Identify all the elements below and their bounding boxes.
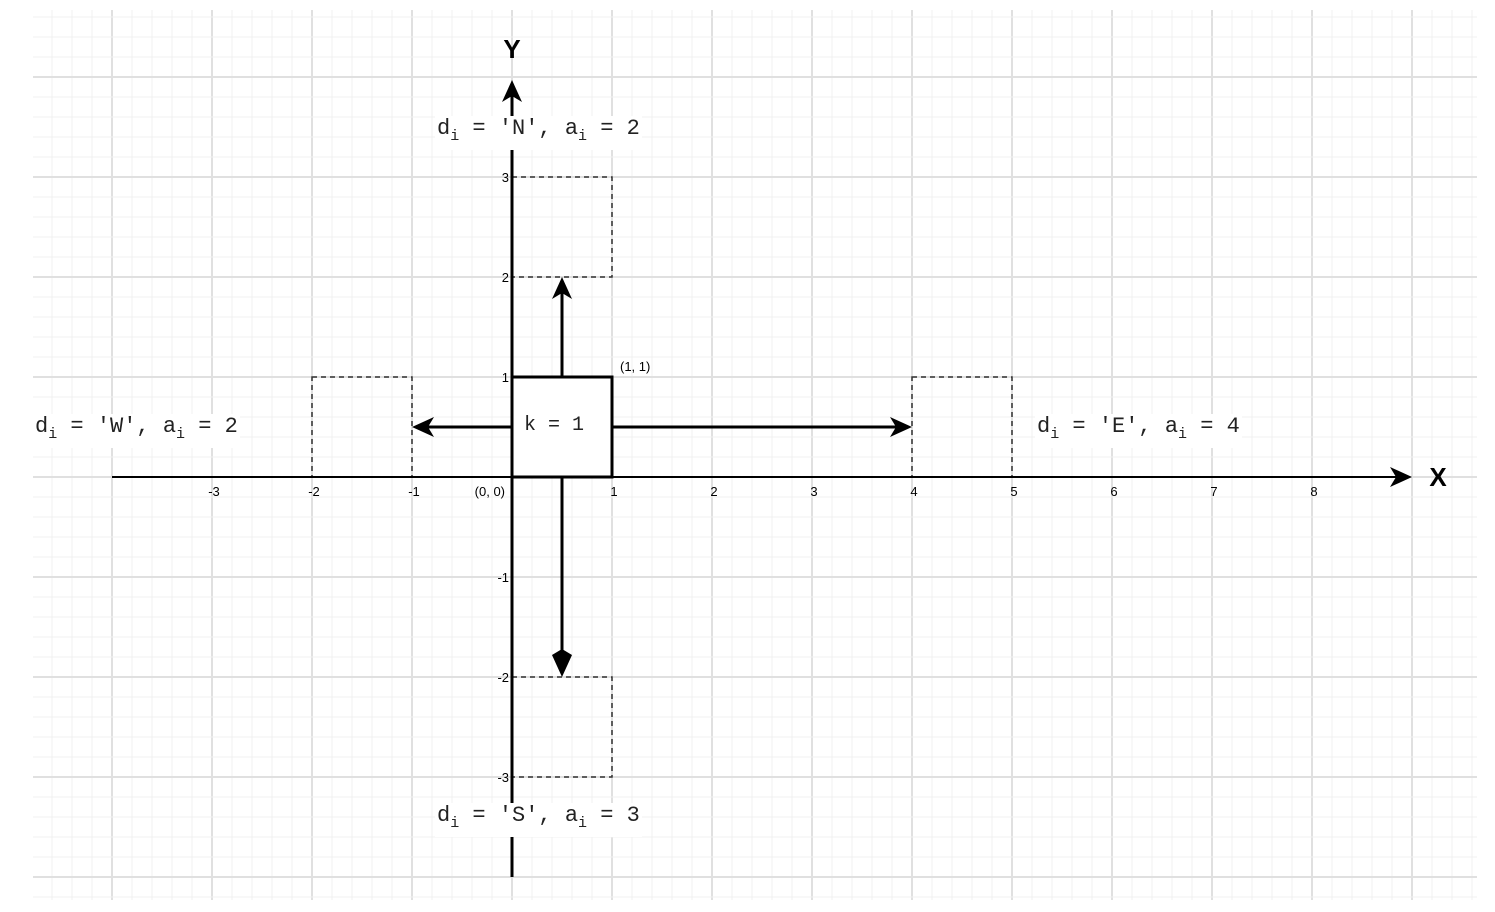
x-tick-label: -1: [408, 484, 420, 499]
x-tick-label: -2: [308, 484, 320, 499]
axes: XY: [112, 34, 1447, 877]
y-tick-label: -2: [497, 670, 509, 685]
origin-label: (0, 0): [475, 484, 505, 499]
dashed-box-e: [911, 376, 1013, 478]
x-tick-label: -3: [208, 484, 220, 499]
x-tick-label: 1: [610, 484, 617, 499]
y-tick-label: 1: [502, 370, 509, 385]
move-arrows: [412, 277, 912, 677]
x-tick-label: 8: [1310, 484, 1317, 499]
center-box-label: k = 1: [524, 414, 585, 437]
corner-label: (1, 1): [620, 359, 650, 374]
y-axis-label: Y: [503, 34, 520, 64]
label-west: di = 'W', ai = 2: [33, 414, 240, 448]
dashed-box-s: [511, 676, 613, 778]
x-tick-label: 2: [710, 484, 717, 499]
x-axis-label: X: [1429, 462, 1447, 492]
label-south: di = 'S', ai = 3: [435, 803, 642, 837]
x-tick-label: 4: [910, 484, 917, 499]
y-axis-arrowhead-icon: [502, 80, 522, 102]
x-tick-label: 5: [1010, 484, 1017, 499]
x-tick-label: 3: [810, 484, 817, 499]
y-tick-label: 2: [502, 270, 509, 285]
y-tick-label: -1: [497, 570, 509, 585]
y-tick-label: 3: [502, 170, 509, 185]
label-east: di = 'E', ai = 4: [1035, 414, 1242, 448]
arrowhead-east-icon: [890, 417, 912, 437]
arrowhead-south-icon: [552, 649, 572, 677]
arrowhead-west-icon: [412, 417, 434, 437]
background-grid: [33, 10, 1477, 900]
x-tick-label: 7: [1210, 484, 1217, 499]
x-axis-arrowhead-icon: [1390, 467, 1412, 487]
tick-labels: -3 -2 -1 1 2 3 4 5 6 7 8 3 2 1 -1 -2 -3 (0, 0) (1, 1): [208, 170, 1317, 785]
arrowhead-north-icon: [552, 277, 572, 299]
dashed-box-n: [511, 176, 613, 278]
label-north: di = 'N', ai = 2: [435, 116, 642, 150]
y-tick-label: -3: [497, 770, 509, 785]
x-tick-label: 6: [1110, 484, 1117, 499]
dashed-box-w: [311, 376, 413, 478]
